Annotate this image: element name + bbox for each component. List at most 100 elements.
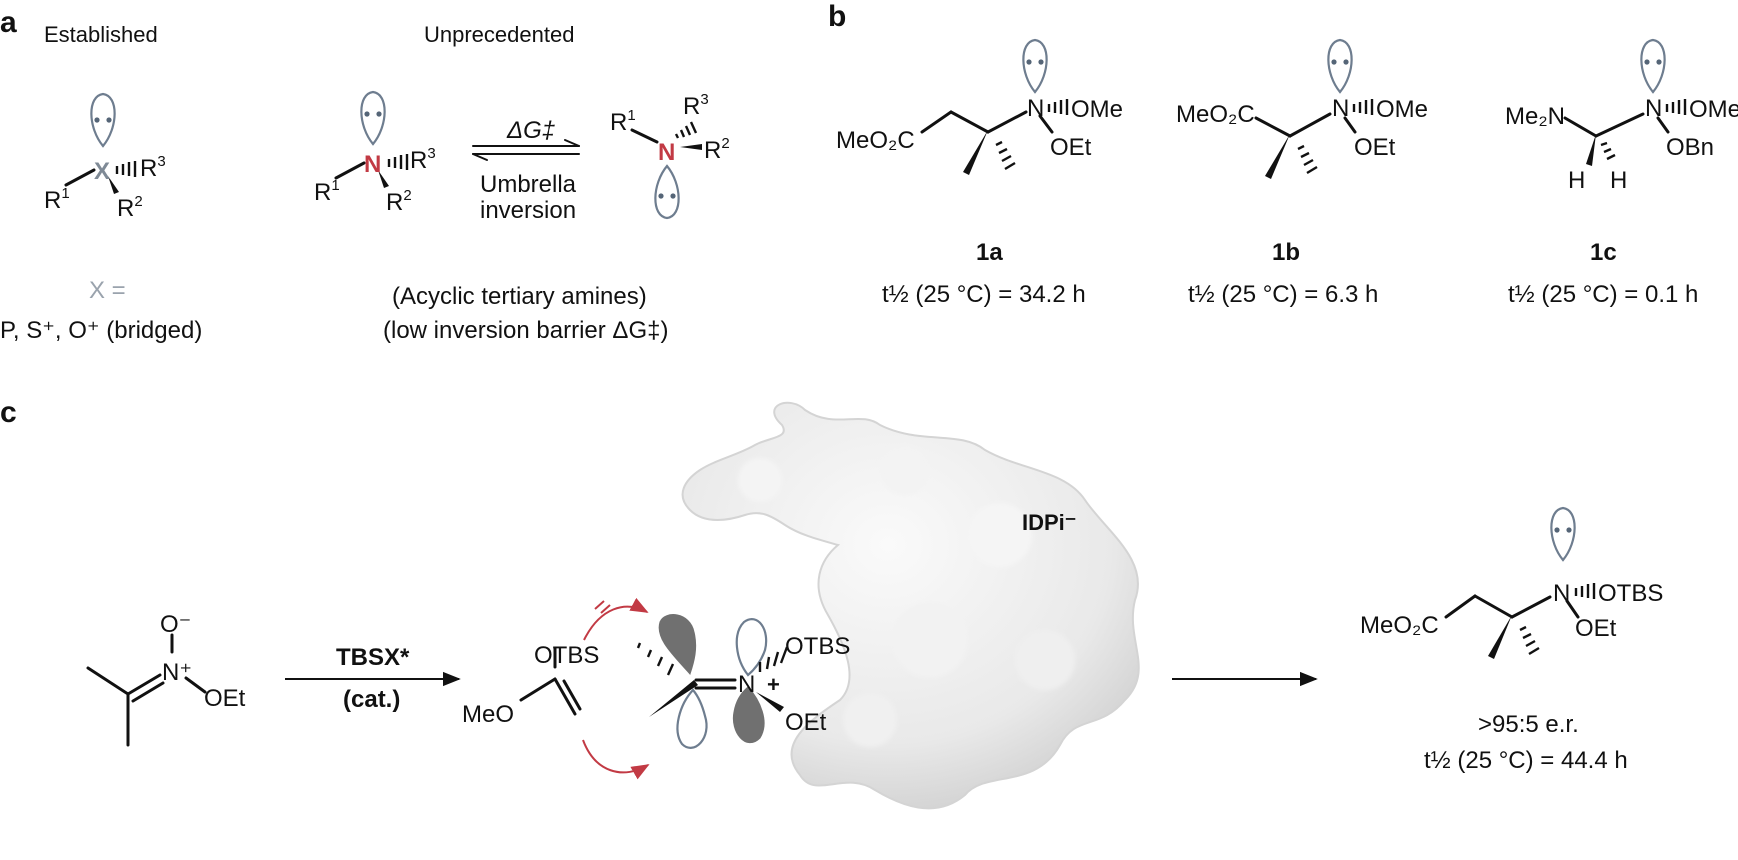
dark-orbital-lobe <box>732 686 765 744</box>
amine-up-structure: N R1 R2 R3 <box>314 90 436 216</box>
r1-label: R1 <box>610 107 636 136</box>
hydrogen-label: H <box>1610 167 1627 194</box>
amine-down-structure: N R1 R3 R2 <box>610 91 730 220</box>
compound-id-1b: 1b <box>1272 239 1300 266</box>
hash-bond <box>636 642 675 676</box>
delta-g-label: ΔG‡ <box>506 117 556 144</box>
open-face-arrow <box>582 739 650 780</box>
half-life-1a: t½ (25 °C) = 34.2 h <box>882 281 1086 308</box>
reagent-label: TBSX* <box>336 644 410 671</box>
r3-label: R3 <box>140 153 166 182</box>
amine-caption-2: (low inversion barrier ΔG‡) <box>383 317 668 344</box>
lone-pair-lobe <box>1550 506 1576 562</box>
hash-bond <box>1600 141 1616 161</box>
panel-label-c: c <box>0 396 17 429</box>
hash-bond <box>1665 99 1687 115</box>
oet-label: OEt <box>1575 615 1617 642</box>
idpi-surface: IDPi⁻ <box>681 401 1140 810</box>
ome-label: OMe <box>1071 96 1123 123</box>
otbs-label: OTBS <box>785 633 850 660</box>
nitrogen-atom: N <box>1332 95 1349 122</box>
catalyst-surface <box>681 401 1140 810</box>
hash-bond <box>674 121 698 139</box>
half-life-1c: t½ (25 °C) = 0.1 h <box>1508 281 1698 308</box>
unprecedented-heading: Unprecedented <box>424 22 574 47</box>
hydrogen-label: H <box>1568 167 1585 194</box>
nitronate-structure: O⁻ N⁺ OEt <box>86 611 246 747</box>
wedge-bond <box>680 144 702 150</box>
hash-bond <box>1574 583 1596 599</box>
panel-a: Established Unprecedented X R1 R2 R3 X =… <box>0 22 730 344</box>
enantiomeric-ratio: >95:5 e.r. <box>1478 711 1579 738</box>
nitrogen-atom: N <box>658 139 675 166</box>
white-orbital-lobe <box>676 688 708 749</box>
nitronate-n-label: N⁺ <box>162 659 192 686</box>
hash-bond <box>1352 99 1374 115</box>
nitrogen-atom: N <box>1027 95 1044 122</box>
hash-bond <box>387 154 409 170</box>
r2-label: R2 <box>386 187 412 216</box>
ester-label: MeO₂C <box>1360 612 1439 639</box>
blocked-face-arrow <box>583 597 649 641</box>
white-orbital-lobe <box>735 618 768 677</box>
nitrogen-atom: N <box>364 151 381 178</box>
iminium-n-label: N <box>738 671 755 698</box>
dimethylamino-label: Me₂N <box>1505 103 1565 130</box>
nitrogen-atom: N <box>1645 95 1662 122</box>
x-examples: P, S⁺, O⁺ (bridged) <box>0 317 202 344</box>
ome-label: OMe <box>1689 96 1738 123</box>
half-life-product: t½ (25 °C) = 44.4 h <box>1424 747 1628 774</box>
inversion-label: inversion <box>480 197 576 224</box>
lone-pair-lobe <box>1022 38 1048 94</box>
otbs-label: OTBS <box>1598 580 1663 607</box>
established-structure: X R1 R2 R3 X = P, S⁺, O⁺ (bridged) <box>0 92 202 344</box>
hash-bond <box>1047 99 1069 115</box>
half-life-1b: t½ (25 °C) = 6.3 h <box>1188 281 1378 308</box>
oet-label: OEt <box>204 685 246 712</box>
catalyst-loading-label: (cat.) <box>343 686 400 713</box>
wedge-bond <box>378 170 389 188</box>
x-equals-label: X = <box>89 277 126 304</box>
hash-bond <box>758 646 789 672</box>
meo-label: MeO <box>462 701 514 728</box>
lone-pair-lobe <box>1640 38 1666 94</box>
lone-pair-lobe <box>360 90 386 146</box>
lone-pair-lobe <box>1327 38 1353 94</box>
compound-id-1a: 1a <box>976 239 1003 266</box>
r3-label: R3 <box>410 145 436 174</box>
hash-bond <box>995 140 1016 171</box>
hash-bond <box>115 161 137 177</box>
oet-label: OEt <box>1354 134 1396 161</box>
ester-label: MeO₂C <box>836 127 915 154</box>
ketene-acetal-structure: OTBS MeO <box>462 642 599 728</box>
r1-label: R1 <box>44 185 70 214</box>
amine-caption-1: (Acyclic tertiary amines) <box>392 283 647 310</box>
r2-label: R2 <box>704 135 730 164</box>
otbs-label: OTBS <box>534 642 599 669</box>
r3-label: R3 <box>683 91 709 120</box>
established-heading: Established <box>44 22 158 47</box>
oxide-o-label: O⁻ <box>160 611 191 638</box>
umbrella-label: Umbrella <box>480 171 577 198</box>
product-structure: MeO₂C N OTBS OEt >95:5 e.r. t½ (25 °C) =… <box>1360 506 1663 774</box>
ome-label: OMe <box>1376 96 1428 123</box>
r2-label: R2 <box>117 193 143 222</box>
obn-label: OBn <box>1666 134 1714 161</box>
panel-c: O⁻ N⁺ OEt TBSX* (cat.) IDPi⁻ OTBS MeO <box>86 401 1663 810</box>
compound-1b: MeO₂C N OMe OEt 1b t½ (25 °C) = 6.3 h <box>1176 38 1428 308</box>
oet-label: OEt <box>785 709 827 736</box>
panel-b: MeO₂C N OMe OEt 1a t½ (25 °C) = 34.2 h <box>836 38 1738 308</box>
compound-1a: MeO₂C N OMe OEt 1a t½ (25 °C) = 34.2 h <box>836 38 1123 308</box>
compound-id-1c: 1c <box>1590 239 1617 266</box>
panel-label-a: a <box>0 6 17 39</box>
r1-label: R1 <box>314 177 340 206</box>
iminium-charge: + <box>767 672 780 697</box>
equilibrium-arrows: ΔG‡ Umbrella inversion <box>472 117 580 224</box>
hash-bond <box>1297 144 1318 175</box>
transition-state-structure: OTBS N + OEt <box>636 614 850 749</box>
nitrogen-atom: N <box>1553 580 1570 607</box>
lone-pair-lobe <box>654 164 680 220</box>
lone-pair-lobe <box>90 92 116 148</box>
compound-1c: Me₂N N OMe OBn H H 1c t½ (25 °C) = 0.1 h <box>1505 38 1738 308</box>
